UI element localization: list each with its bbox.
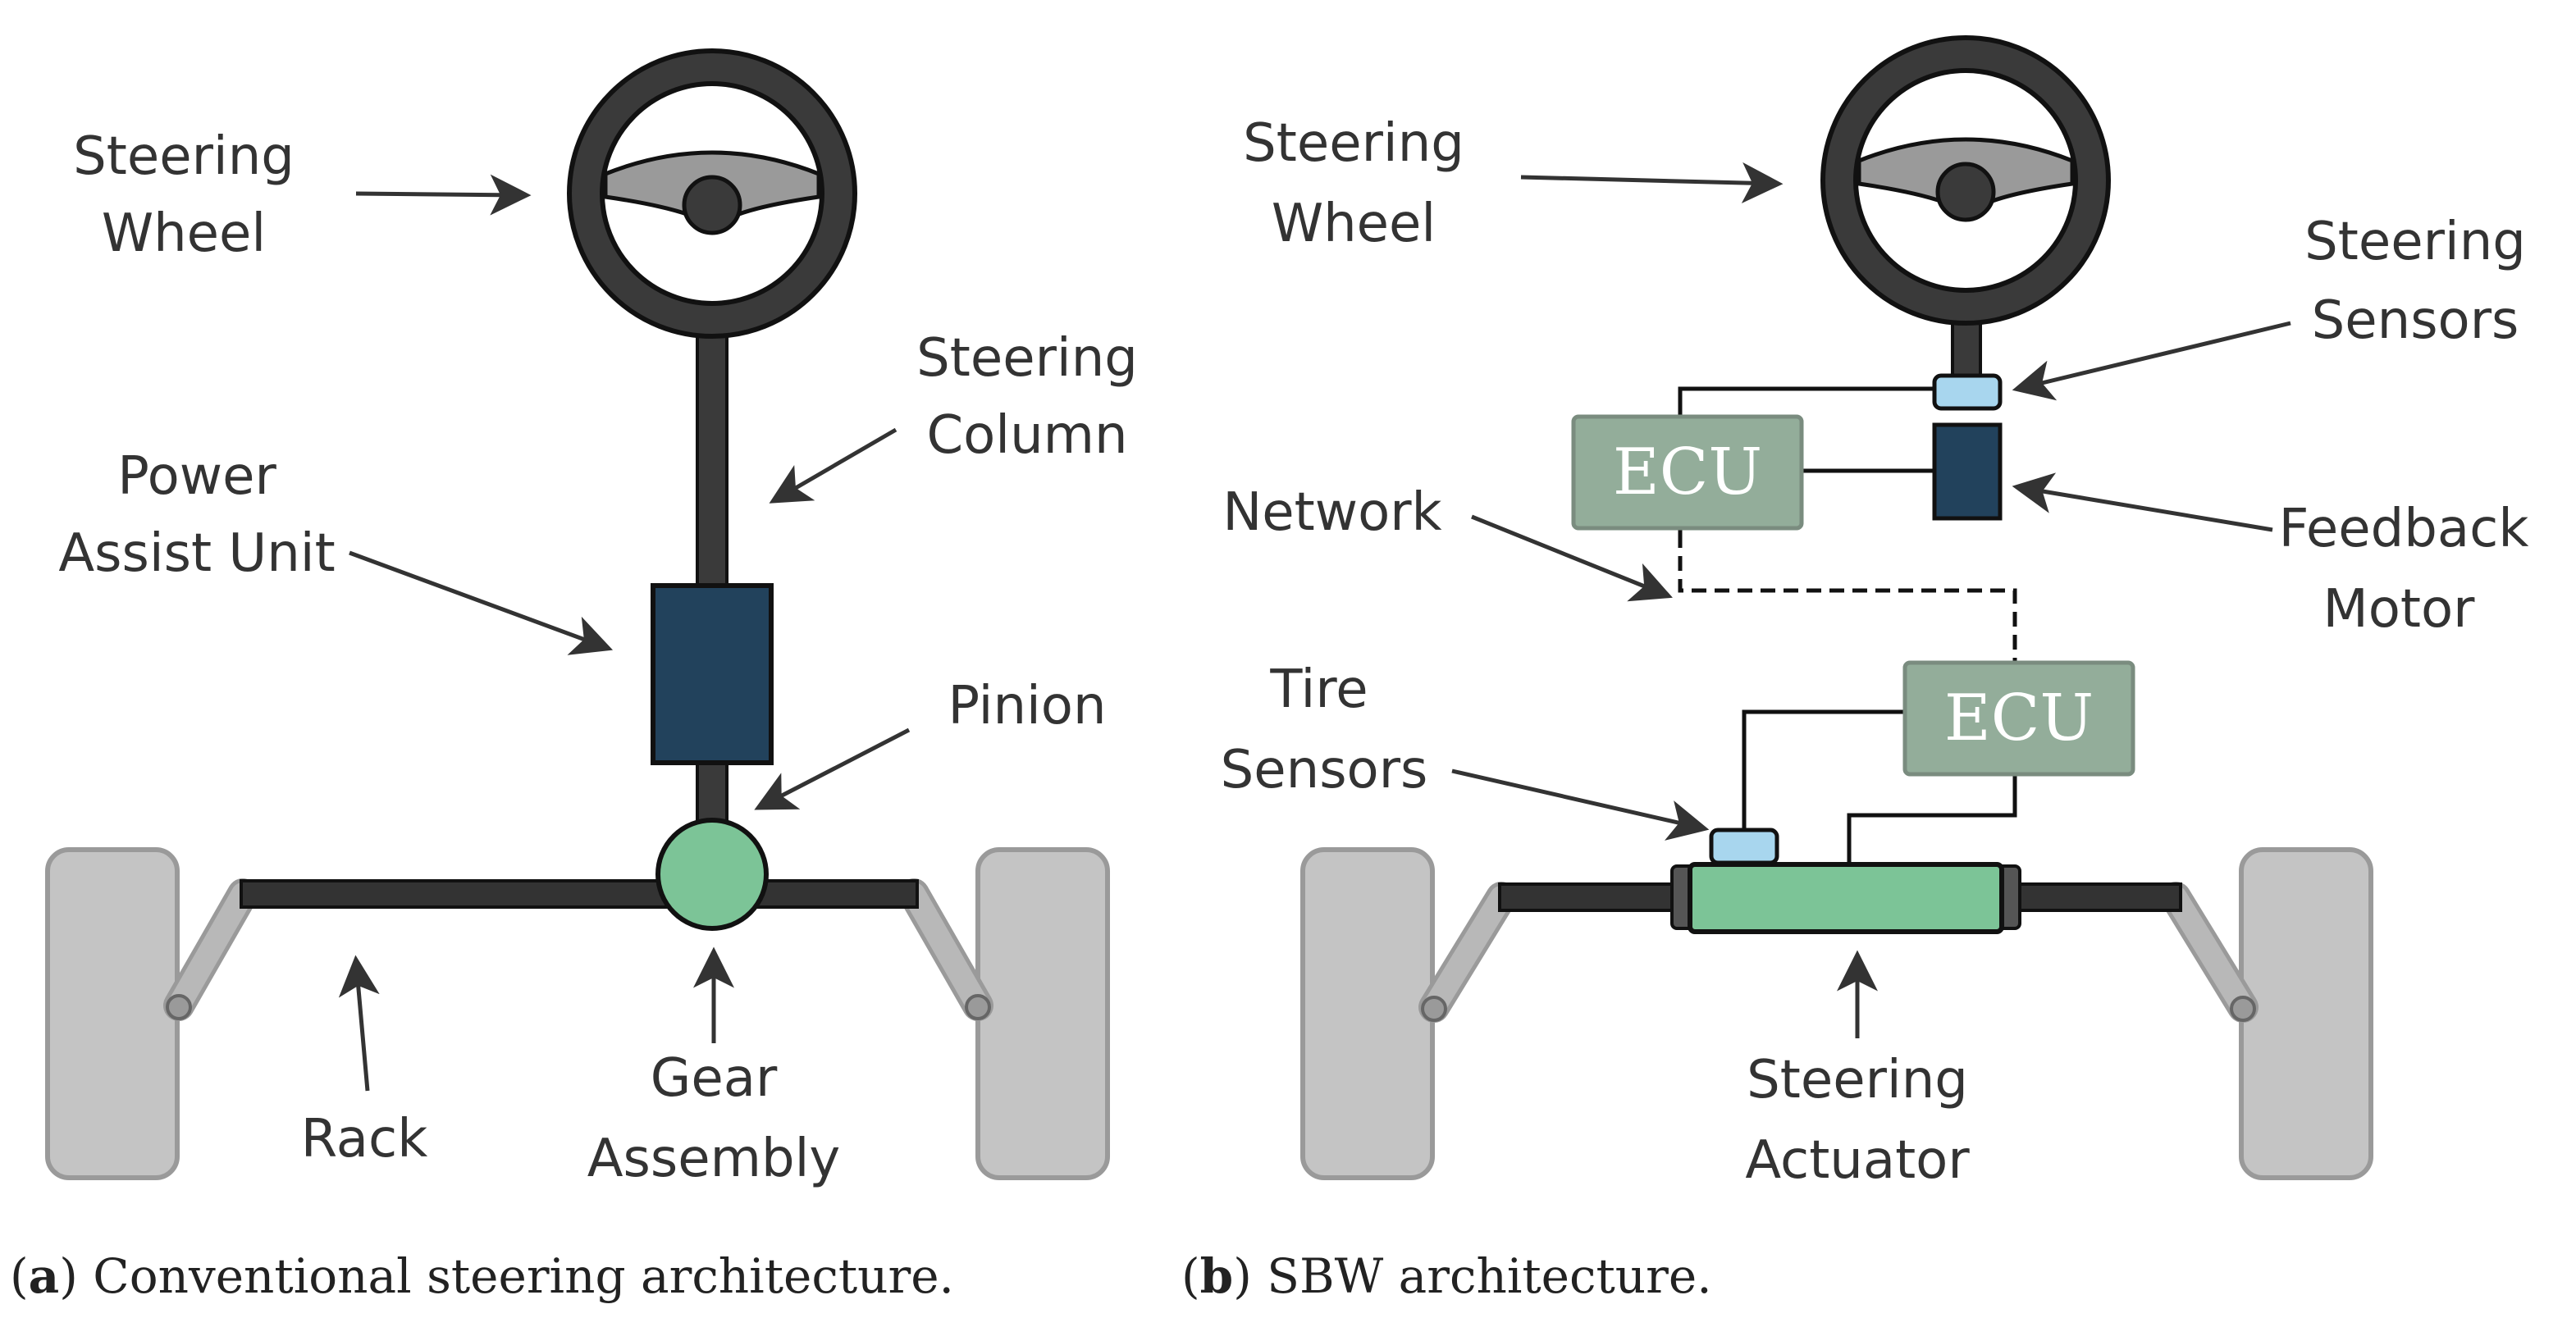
steering-sensor bbox=[1932, 373, 2003, 411]
right-tie-rod-joint bbox=[965, 994, 991, 1020]
label-steering-wheel-a-1: Steering bbox=[73, 126, 295, 187]
steering-wheel-a bbox=[567, 48, 857, 339]
label-feedback-motor-1: Feedback bbox=[2279, 499, 2529, 559]
arrow-steering-sensors bbox=[2012, 321, 2291, 401]
arrow-steering-wheel-b bbox=[1520, 162, 1784, 203]
right-tie-rod-joint-b bbox=[2230, 996, 2256, 1022]
network-link bbox=[1678, 533, 2017, 663]
label-tire-sensors-1: Tire bbox=[1269, 659, 1368, 720]
label-steering-actuator-2: Actuator bbox=[1745, 1130, 1970, 1191]
panel-a-conventional: Steering Wheel Steering Column Power Ass… bbox=[10, 48, 1138, 1304]
panel-b-sbw: ECU ECU Steering Wheel Steering Sensors … bbox=[1181, 35, 2529, 1304]
caption-a-text: Conventional steering architecture. bbox=[78, 1248, 954, 1304]
ecu-top bbox=[1571, 414, 1804, 531]
arrow-rack bbox=[338, 955, 380, 1092]
label-power-assist-1: Power bbox=[117, 446, 276, 507]
arrow-feedback-motor bbox=[2012, 472, 2273, 532]
arrow-steering-wheel-a bbox=[355, 174, 532, 216]
ecu-bottom bbox=[1902, 660, 2135, 777]
rack bbox=[240, 879, 919, 909]
left-tie-rod-joint bbox=[166, 994, 192, 1020]
label-power-assist-2: Assist Unit bbox=[58, 523, 335, 584]
caption-b: (b) SBW architecture. bbox=[1181, 1248, 1712, 1304]
caption-a-letter: a bbox=[29, 1248, 60, 1304]
label-steering-wheel-b-2: Wheel bbox=[1272, 194, 1436, 254]
label-steering-sensors-2: Sensors bbox=[2312, 290, 2519, 351]
caption-b-text: SBW architecture. bbox=[1252, 1248, 1712, 1304]
label-steering-column-2: Column bbox=[926, 405, 1127, 466]
right-tie-rod-inner bbox=[902, 882, 989, 1017]
left-tie-rod-joint-b bbox=[1421, 996, 1447, 1022]
label-steering-column-1: Steering bbox=[916, 328, 1138, 389]
label-feedback-motor-2: Motor bbox=[2323, 579, 2476, 640]
ecu-bottom-label: ECU bbox=[1944, 682, 2094, 755]
label-steering-sensors-1: Steering bbox=[2304, 212, 2526, 272]
label-steering-wheel-a-2: Wheel bbox=[102, 203, 266, 264]
right-tie-rod-b-inner bbox=[2164, 886, 2254, 1019]
label-steering-wheel-b-1: Steering bbox=[1243, 113, 1464, 174]
label-steering-actuator-1: Steering bbox=[1747, 1050, 1968, 1110]
arrow-pinion bbox=[754, 727, 911, 810]
caption-a: (a) Conventional steering architecture. bbox=[10, 1248, 954, 1304]
left-tie-rod-b-inner bbox=[1423, 886, 1513, 1019]
tire-sensor bbox=[1709, 828, 1779, 865]
wire-ecu-bottom-to-tire-sensor bbox=[1742, 709, 1905, 830]
label-gear-assembly-2: Assembly bbox=[587, 1129, 840, 1189]
steering-actuator bbox=[1688, 862, 2004, 934]
arrow-tire-sensors bbox=[1451, 768, 1710, 841]
pinion-gear bbox=[655, 818, 769, 931]
label-gear-assembly-1: Gear bbox=[651, 1048, 778, 1109]
arrow-steering-column bbox=[769, 427, 897, 504]
left-tire bbox=[45, 847, 180, 1180]
caption-b-letter: b bbox=[1200, 1248, 1234, 1304]
wire-ecu-bottom-to-actuator bbox=[1847, 771, 2017, 864]
left-tire-b bbox=[1300, 847, 1435, 1180]
label-rack: Rack bbox=[301, 1109, 428, 1170]
arrow-power-assist bbox=[349, 550, 614, 655]
steering-wheel-b bbox=[1820, 35, 2111, 326]
label-pinion: Pinion bbox=[948, 676, 1106, 736]
left-tie-rod-inner bbox=[167, 882, 254, 1017]
feedback-motor bbox=[1932, 422, 2003, 521]
label-network: Network bbox=[1222, 482, 1441, 543]
label-tire-sensors-2: Sensors bbox=[1221, 740, 1428, 800]
ecu-top-label: ECU bbox=[1613, 435, 1762, 509]
right-tire-b bbox=[2239, 847, 2373, 1180]
right-tire bbox=[975, 847, 1110, 1180]
arrow-network bbox=[1471, 514, 1673, 602]
power-assist-unit bbox=[651, 583, 774, 765]
